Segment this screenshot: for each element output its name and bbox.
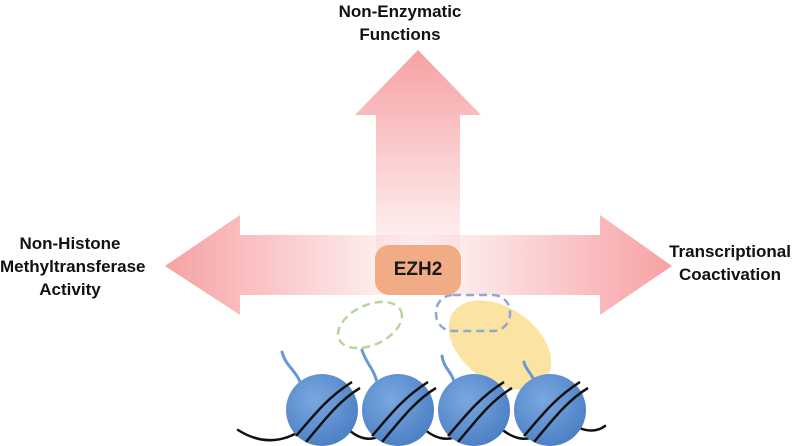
nucleosome: [438, 374, 513, 446]
ezh2-node: EZH2: [375, 245, 461, 295]
dna-strand: [236, 418, 607, 442]
nucleosome: [286, 374, 361, 446]
arrow-up: [355, 50, 481, 265]
nucleosome: [514, 374, 589, 446]
non-histone-methyltransferase-label: Non-Histone Methyltransferase Activity: [0, 234, 146, 299]
blue-dashed-box: [434, 293, 512, 333]
arrow-right: [418, 215, 672, 315]
transcriptional-coactivation-label: Transcriptional Coactivation: [669, 242, 791, 284]
arrow-left: [165, 215, 418, 315]
non-enzymatic-functions-label: Non-Enzymatic Functions: [338, 2, 462, 44]
green-dashed-oval: [336, 300, 404, 350]
nucleosome: [362, 374, 437, 446]
ezh2-label: EZH2: [393, 259, 443, 280]
